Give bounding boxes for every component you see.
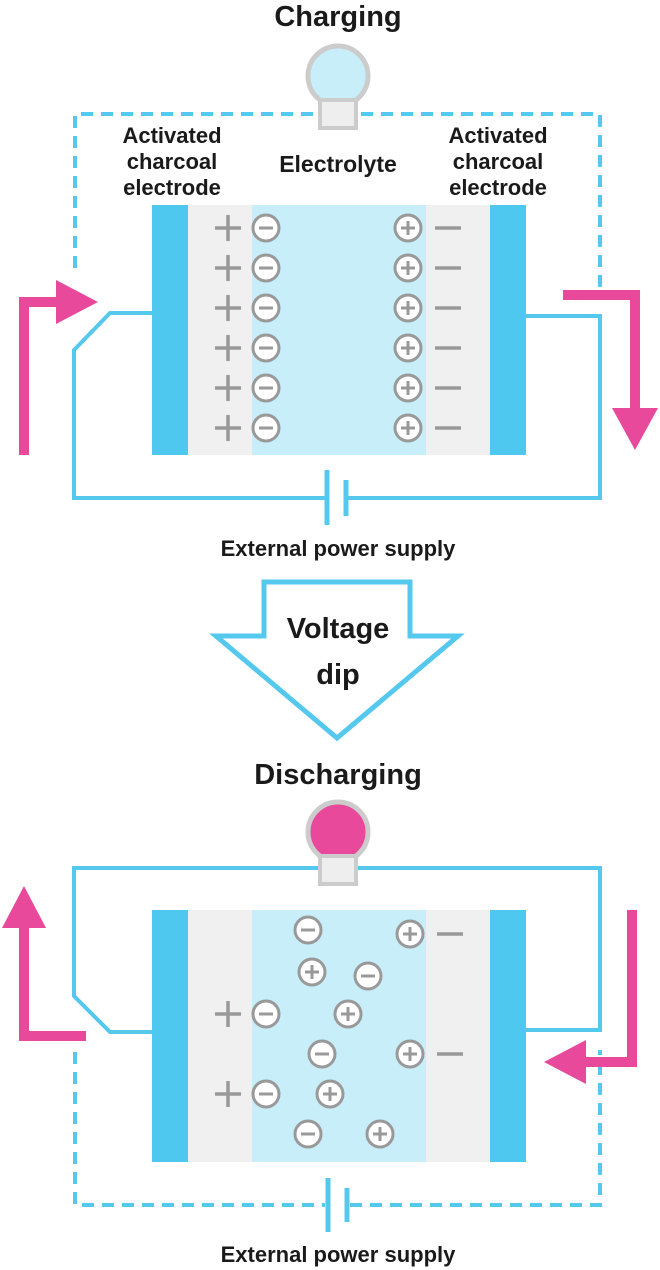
positive-charge-icon <box>215 295 241 321</box>
charging-battery-icon <box>324 470 349 525</box>
discharging-electrolyte <box>252 910 426 1162</box>
charging-left-current-arrow-icon <box>19 280 98 455</box>
charging-left-electrode-label-1: Activated <box>122 123 221 148</box>
charging-panel: Charging Activated charcoal electrode Ac… <box>19 1 658 561</box>
negative-ion-icon <box>251 253 281 283</box>
charging-bulb-icon <box>305 43 371 130</box>
positive-charge-icon <box>215 415 241 441</box>
positive-ion-icon <box>395 919 425 949</box>
charging-right-electrode <box>490 205 526 455</box>
charging-right-electrode-label-1: Activated <box>448 123 547 148</box>
charging-electrolyte-label: Electrolyte <box>279 151 397 177</box>
charging-left-electrode-label-3: electrode <box>123 175 221 200</box>
negative-ion-icon <box>251 293 281 323</box>
positive-charge-icon <box>215 1081 241 1107</box>
voltage-dip-arrow-icon: Voltage dip <box>209 579 465 742</box>
positive-charge-icon <box>215 215 241 241</box>
negative-ion-icon <box>251 413 281 443</box>
charging-left-electrode-surface <box>188 205 252 455</box>
discharging-dashed-circuit <box>73 1050 602 1207</box>
positive-ion-icon <box>393 253 423 283</box>
negative-ion-icon <box>251 373 281 403</box>
discharging-ions <box>215 915 463 1149</box>
charging-right-electrode-label-3: electrode <box>449 175 547 200</box>
positive-charge-icon <box>215 255 241 281</box>
charging-ions <box>215 213 461 443</box>
voltage-dip-label-1: Voltage <box>287 613 390 645</box>
positive-ion-icon <box>393 293 423 323</box>
positive-charge-icon <box>215 335 241 361</box>
negative-ion-icon <box>251 999 281 1029</box>
positive-ion-icon <box>393 373 423 403</box>
charging-left-electrode-label-2: charcoal <box>127 149 218 174</box>
voltage-dip-label-2: dip <box>316 659 360 691</box>
negative-ion-icon <box>251 333 281 363</box>
positive-ion-icon <box>393 213 423 243</box>
positive-charge-icon <box>215 375 241 401</box>
discharging-right-electrode <box>490 910 526 1162</box>
charging-right-current-arrow-icon <box>563 290 658 450</box>
positive-ion-icon <box>365 1119 395 1149</box>
discharging-title: Discharging <box>254 759 422 791</box>
discharging-right-electrode-surface <box>426 910 490 1162</box>
charging-dashed-circuit <box>73 112 602 300</box>
discharging-battery-icon <box>325 1178 350 1232</box>
positive-ion-icon <box>395 1039 425 1069</box>
discharging-panel: Discharging External power supply <box>2 759 637 1267</box>
negative-ion-icon <box>293 915 323 945</box>
positive-ion-icon <box>333 999 363 1029</box>
positive-ion-icon <box>297 957 327 987</box>
discharging-left-electrode-surface <box>188 910 252 1162</box>
charging-power-label: External power supply <box>221 536 456 561</box>
negative-ion-icon <box>353 961 383 991</box>
negative-ion-icon <box>251 1079 281 1109</box>
discharging-power-label: External power supply <box>221 1242 456 1267</box>
charging-circuit-wire <box>72 311 602 500</box>
positive-ion-icon <box>393 413 423 443</box>
charging-title: Charging <box>274 1 401 33</box>
positive-ion-icon <box>315 1079 345 1109</box>
discharging-left-electrode <box>152 910 188 1162</box>
charging-left-electrode <box>152 205 188 455</box>
positive-charge-icon <box>215 1001 241 1027</box>
discharging-bulb-icon <box>305 799 371 886</box>
negative-ion-icon <box>307 1039 337 1069</box>
positive-ion-icon <box>393 333 423 363</box>
charging-right-electrode-surface <box>426 205 490 455</box>
discharging-circuit-wire <box>72 866 602 1034</box>
negative-ion-icon <box>251 213 281 243</box>
discharging-left-current-arrow-icon <box>2 886 86 1041</box>
charging-right-electrode-label-2: charcoal <box>453 149 544 174</box>
negative-ion-icon <box>293 1119 323 1149</box>
charging-electrolyte <box>252 205 426 455</box>
discharging-right-current-arrow-icon <box>544 910 637 1084</box>
